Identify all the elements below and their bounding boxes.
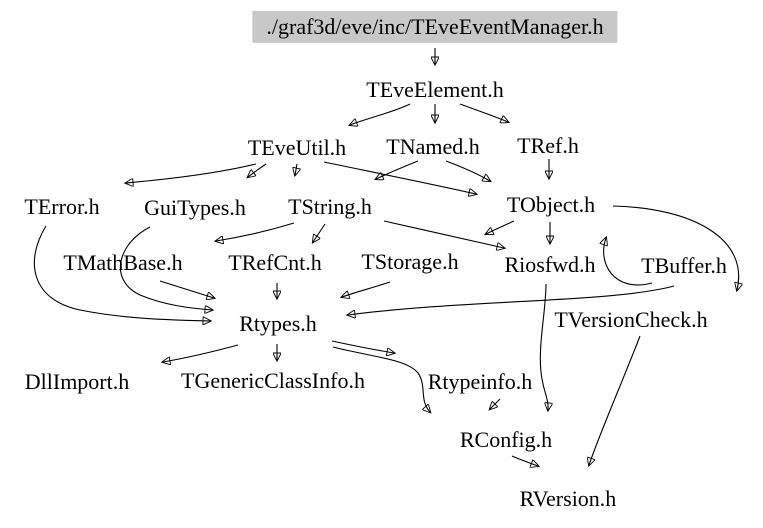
edge-teveutil-tobject (323, 161, 476, 194)
node-tmathbase[interactable]: TMathBase.h (63, 249, 183, 275)
node-trefcnt[interactable]: TRefCnt.h (228, 249, 322, 275)
edge-teveutil-guitypes (248, 163, 267, 177)
node-rtypeinfo[interactable]: Rtypeinfo.h (427, 368, 533, 394)
node-rconfig[interactable]: RConfig.h (459, 426, 553, 452)
edge-rtypes-dllimport (163, 344, 239, 362)
node-dllimport[interactable]: DllImport.h (24, 368, 130, 394)
edge-guitypes-rtypes (119, 226, 212, 310)
node-guitypes[interactable]: GuiTypes.h (144, 194, 246, 220)
edge-tversioncheck-rversion (589, 335, 641, 465)
edge-tnamed-tstring (376, 160, 419, 179)
node-root: ./graf3d/eve/inc/TEveEventManager.h (252, 10, 618, 44)
edge-tbuffer-rtypes (348, 285, 675, 315)
edge-tbuffer-tobject (604, 238, 653, 286)
node-tgenericclassinfo[interactable]: TGenericClassInfo.h (181, 367, 365, 393)
edge-teveutil-terror (126, 163, 257, 183)
edge-tstorage-rtypes (342, 281, 391, 297)
edge-tmathbase-rtypes (159, 280, 214, 298)
node-tstorage[interactable]: TStorage.h (361, 248, 459, 274)
edge-riosfwd-rconfig (539, 283, 548, 410)
edge-tstring-riosfwd (383, 220, 504, 248)
node-tnamed[interactable]: TNamed.h (386, 133, 480, 159)
node-tbuffer[interactable]: TBuffer.h (641, 252, 727, 278)
edge-terror-rtypes (33, 225, 210, 321)
edges-group (33, 48, 739, 466)
edge-teveutil-tstring (295, 163, 297, 175)
node-terror[interactable]: TError.h (24, 193, 100, 219)
edge-tstring-trefcnt (313, 223, 326, 242)
node-tobject[interactable]: TObject.h (506, 191, 596, 217)
edge-tnamed-tobject (445, 160, 490, 181)
node-teveelement[interactable]: TEveElement.h (366, 76, 504, 102)
edge-tobject-tstorage (486, 220, 515, 234)
edge-tstring-tmathbase (216, 222, 295, 241)
edge-rtypes-rconfig (332, 346, 430, 412)
edge-tobject-tversioncheck (612, 205, 739, 290)
node-tref[interactable]: TRef.h (517, 132, 579, 158)
node-rtypes[interactable]: Rtypes.h (239, 310, 317, 336)
edge-rtypeinfo-rconfig (490, 398, 501, 409)
edge-rconfig-rversion (511, 455, 538, 466)
node-teveutil[interactable]: TEveUtil.h (247, 134, 347, 160)
node-tstring[interactable]: TString.h (288, 193, 372, 219)
edge-teveelement-teveutil (350, 103, 411, 125)
edge-teveelement-tref (459, 103, 508, 122)
node-rversion[interactable]: RVersion.h (519, 485, 617, 511)
node-riosfwd[interactable]: Riosfwd.h (504, 251, 596, 277)
node-tversioncheck[interactable]: TVersionCheck.h (554, 306, 708, 332)
edge-rtypes-rtypeinfo (331, 340, 394, 353)
